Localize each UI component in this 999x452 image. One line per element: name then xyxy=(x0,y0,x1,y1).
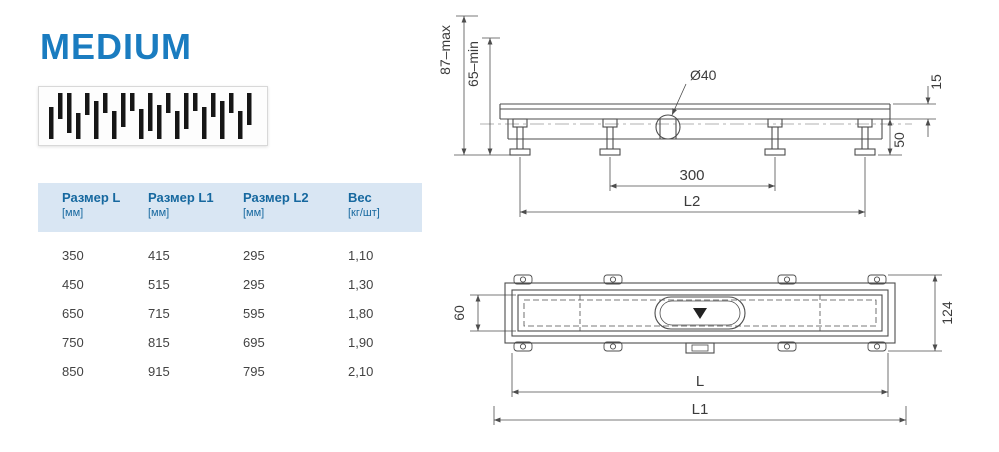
header-unit: [кг/шт] xyxy=(348,207,380,219)
cell-size-l2: 595 xyxy=(243,306,265,321)
bottom-dimensions xyxy=(519,157,866,217)
height-dimensions xyxy=(454,15,512,156)
cell-size-l2: 795 xyxy=(243,364,265,379)
dim-edge-height: 15 xyxy=(928,74,944,90)
header-size-l: Размер L [мм] xyxy=(62,190,148,232)
grate-pattern-image xyxy=(38,86,268,146)
cell-size-l2: 295 xyxy=(243,248,265,263)
right-dimensions xyxy=(878,86,936,156)
table-row: 650 715 595 1,80 xyxy=(62,299,422,328)
cell-size-l1: 915 xyxy=(148,364,170,379)
page-title: MEDIUM xyxy=(40,26,192,67)
header-size-l1: Размер L1 [мм] xyxy=(148,190,243,232)
length-dimensions xyxy=(493,353,907,425)
top-view-drawing xyxy=(470,274,942,425)
header-label: Размер L xyxy=(62,190,121,205)
cell-size-l: 650 xyxy=(62,306,84,321)
table-header-row: Размер L [мм] Размер L1 [мм] Размер L2 [… xyxy=(38,183,422,232)
dim-length-l: L xyxy=(696,373,704,390)
cell-weight: 1,10 xyxy=(348,248,374,263)
table-row: 850 915 795 2,10 xyxy=(62,357,422,386)
technical-drawing: 87–max 65–min Ø40 15 50 300 L2 xyxy=(437,15,955,425)
header-label: Размер L1 xyxy=(148,190,214,205)
dim-foot-height: 50 xyxy=(891,132,907,148)
header-unit: [мм] xyxy=(62,207,84,219)
dim-length-l1: L1 xyxy=(692,401,709,418)
dim-channel-width: 60 xyxy=(451,305,467,321)
header-unit: [мм] xyxy=(148,207,170,219)
center-insert xyxy=(654,296,746,330)
mounting-ears xyxy=(513,274,887,352)
spec-table: Размер L [мм] Размер L1 [мм] Размер L2 [… xyxy=(38,183,422,386)
adjustable-feet xyxy=(509,118,876,156)
width-dimension-60 xyxy=(470,294,516,332)
cell-weight: 1,30 xyxy=(348,277,374,292)
cell-size-l1: 515 xyxy=(148,277,170,292)
table-row: 450 515 295 1,30 xyxy=(62,270,422,299)
cell-size-l2: 295 xyxy=(243,277,265,292)
cell-size-l1: 815 xyxy=(148,335,170,350)
cell-size-l1: 415 xyxy=(148,248,170,263)
cell-size-l: 750 xyxy=(62,335,84,350)
center-marker-triangle xyxy=(693,308,707,319)
header-weight: Вес [кг/шт] xyxy=(348,190,422,232)
outlet-tab xyxy=(685,342,715,354)
cell-size-l: 850 xyxy=(62,364,84,379)
dim-feet-spacing: 300 xyxy=(679,167,704,184)
cell-weight: 1,80 xyxy=(348,306,374,321)
dim-height-max: 87–max xyxy=(437,25,453,75)
table-body: 350 415 295 1,10 450 515 295 1,30 650 71… xyxy=(38,232,422,386)
header-unit: [мм] xyxy=(243,207,265,219)
cell-size-l1: 715 xyxy=(148,306,170,321)
table-row: 750 815 695 1,90 xyxy=(62,328,422,357)
dim-body-width: 124 xyxy=(939,301,955,325)
outlet-trap xyxy=(655,114,681,140)
diameter-leader-line xyxy=(671,83,687,116)
cell-weight: 1,90 xyxy=(348,335,374,350)
cell-size-l: 350 xyxy=(62,248,84,263)
dim-outlet-diameter: Ø40 xyxy=(690,67,717,83)
header-label: Вес xyxy=(348,190,372,205)
cell-size-l: 450 xyxy=(62,277,84,292)
cell-weight: 2,10 xyxy=(348,364,374,379)
table-row: 350 415 295 1,10 xyxy=(62,241,422,270)
header-size-l2: Размер L2 [мм] xyxy=(243,190,348,232)
side-view-drawing xyxy=(454,15,936,217)
width-dimension-124 xyxy=(888,274,942,352)
cell-size-l2: 695 xyxy=(243,335,265,350)
grate-bars-graphic xyxy=(49,93,252,139)
dim-height-min: 65–min xyxy=(465,41,481,87)
dim-length-l2: L2 xyxy=(684,193,701,210)
header-label: Размер L2 xyxy=(243,190,309,205)
